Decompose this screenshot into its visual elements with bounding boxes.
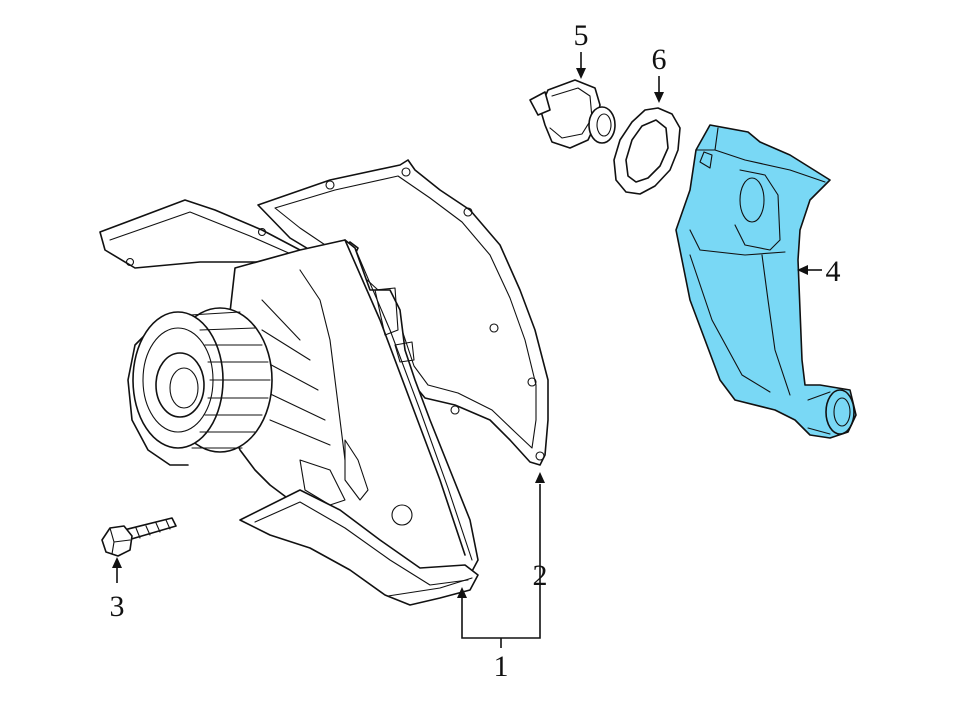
- seal-part[interactable]: [613, 107, 681, 195]
- water-pump-part[interactable]: [99, 199, 479, 606]
- callout-2: 2: [533, 472, 548, 592]
- callout-2-label: 2: [533, 559, 548, 592]
- callout-6-label: 6: [652, 43, 667, 76]
- callout-3-label: 3: [110, 590, 125, 623]
- callout-6: 6: [652, 43, 667, 103]
- callout-4: 4: [797, 255, 841, 288]
- callout-5: 5: [574, 19, 589, 79]
- callout-3: 3: [110, 557, 125, 623]
- bolt-part[interactable]: [101, 517, 177, 557]
- callout-5-label: 5: [574, 19, 589, 52]
- callout-1-label: 1: [494, 650, 509, 683]
- highlighted-bracket-part[interactable]: [675, 124, 857, 439]
- callout-1: 1: [457, 484, 541, 683]
- thermostat-part[interactable]: [529, 79, 616, 149]
- callout-4-label: 4: [826, 255, 841, 288]
